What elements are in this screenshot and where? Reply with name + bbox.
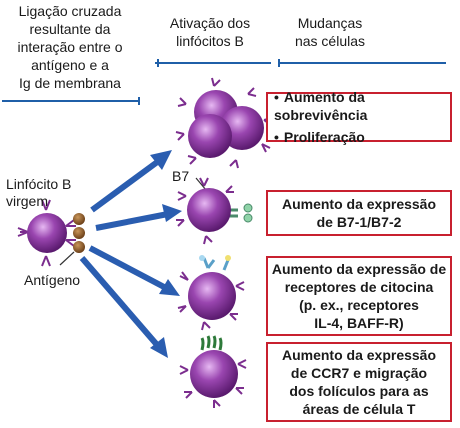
header-line: Ig de membrana bbox=[19, 75, 121, 91]
label-line: Linfócito B bbox=[6, 176, 72, 192]
outcome-text: Aumento da expressão bbox=[281, 196, 437, 212]
bullet-icon: • bbox=[274, 89, 279, 105]
bullet-icon: • bbox=[274, 129, 279, 145]
header-activation: Ativação dos linfócitos B bbox=[155, 14, 265, 50]
ccr7-expressing-cell bbox=[179, 335, 247, 408]
outcome-text: Aumento da expressão de bbox=[271, 261, 447, 277]
arrow-to-cytokine bbox=[88, 245, 180, 296]
outcome-text: de B7-1/B7-2 bbox=[316, 214, 402, 230]
outcome-text: dos folículos para as bbox=[289, 383, 429, 399]
outcome-text: receptores de citocina bbox=[284, 279, 434, 295]
naive-b-cell bbox=[17, 199, 85, 267]
b7-expressing-cell bbox=[176, 177, 253, 245]
outcome-text: IL-4, BAFF-R) bbox=[314, 315, 404, 331]
antigen-icon bbox=[73, 213, 85, 225]
outcome-text: áreas de célula T bbox=[302, 401, 416, 417]
outcome-bullet: •Aumento da sobrevivência bbox=[274, 88, 450, 124]
header-underline-col1 bbox=[2, 97, 140, 105]
label-line: virgem bbox=[6, 193, 49, 209]
header-underline-col2 bbox=[155, 59, 271, 67]
header-line: linfócitos B bbox=[176, 33, 244, 49]
header-line: nas células bbox=[294, 33, 366, 49]
header-line: resultante da bbox=[29, 21, 111, 37]
outcome-box-ccr7: Aumento da expressão de CCR7 e migração … bbox=[266, 342, 452, 422]
header-line: antígeno e a bbox=[31, 57, 109, 73]
b7-label: B7 bbox=[172, 168, 190, 184]
header-underline-col3 bbox=[278, 59, 446, 67]
outcome-bullet: •Proliferação bbox=[274, 128, 450, 146]
arrow-to-proliferation bbox=[90, 150, 172, 213]
outcome-box-survival-proliferation: •Aumento da sobrevivência •Proliferação bbox=[266, 89, 452, 145]
header-line: Mudanças bbox=[297, 15, 363, 31]
outcome-text: Aumento da sobrevivência bbox=[274, 89, 368, 123]
antigen-label: Antígeno bbox=[24, 272, 81, 288]
proliferating-cell-cluster bbox=[175, 77, 273, 169]
arrow-to-ccr7 bbox=[79, 256, 168, 358]
header-line: interação entre o bbox=[17, 39, 123, 55]
outcome-text: de CCR7 e migração bbox=[290, 365, 428, 381]
header-crosslinking: Ligação cruzada resultante da interação … bbox=[0, 2, 140, 92]
arrow-to-b7 bbox=[95, 204, 182, 231]
header-line: Ligação cruzada bbox=[18, 3, 122, 19]
outcome-box-b7: Aumento da expressão de B7-1/B7-2 bbox=[266, 190, 452, 236]
header-changes: Mudanças nas células bbox=[280, 14, 380, 50]
outcome-text: Proliferação bbox=[283, 129, 365, 145]
header-line: Ativação dos bbox=[169, 15, 251, 31]
cytokine-receptor-cell bbox=[177, 255, 245, 331]
outcome-text: Aumento da expressão bbox=[281, 347, 437, 363]
naive-b-cell-label: Linfócito B virgem bbox=[6, 176, 71, 210]
outcome-box-cytokine-receptors: Aumento da expressão de receptores de ci… bbox=[266, 256, 452, 336]
outcome-text: (p. ex., receptores bbox=[299, 297, 419, 313]
